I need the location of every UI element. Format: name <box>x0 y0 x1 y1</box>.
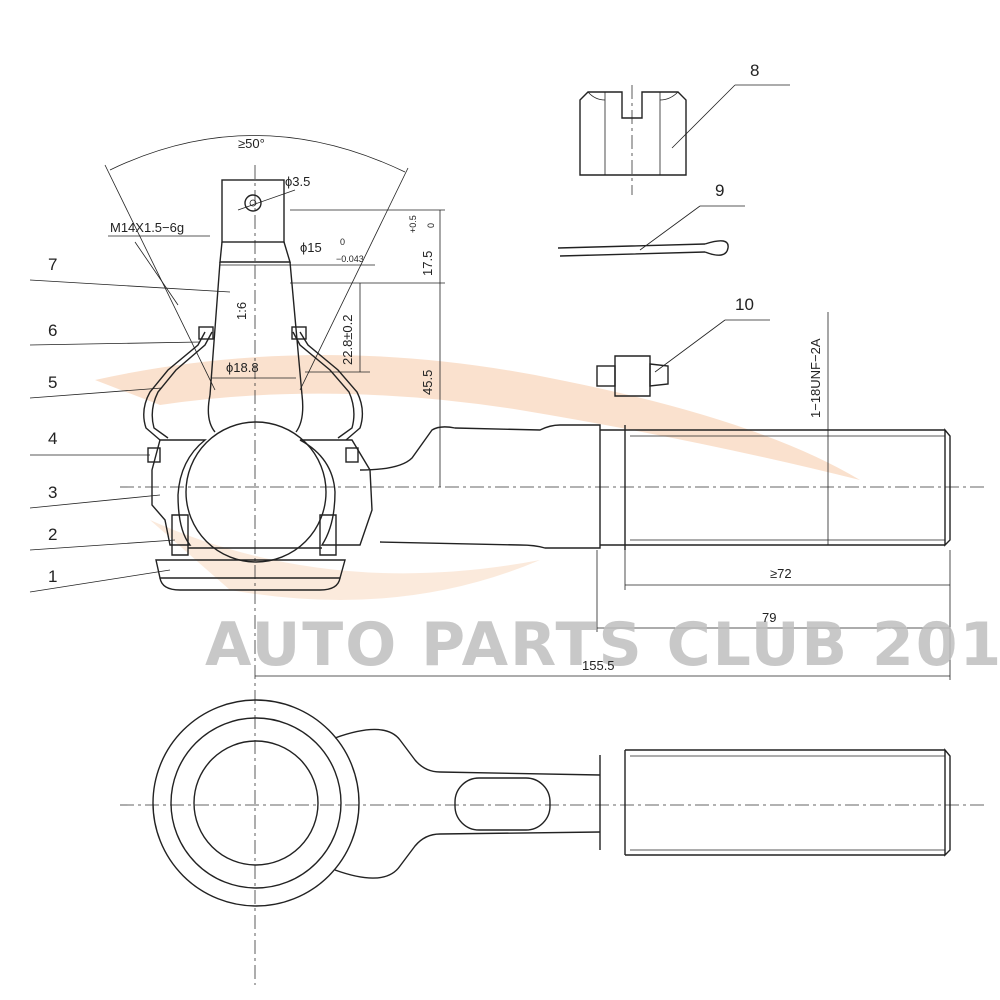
dim-len-thread: ≥72 <box>770 566 792 581</box>
dim-len-pin-tol-upper: +0.5 <box>408 215 418 233</box>
dim-len-taper: 22.8±0.2 <box>340 314 355 365</box>
dim-height: 45.5 <box>420 370 435 395</box>
logo-swoosh <box>95 355 860 600</box>
grease-nipple <box>596 355 669 397</box>
callout-8: 8 <box>750 61 759 80</box>
dimension-lines <box>104 135 951 680</box>
cotter-pin <box>557 240 729 257</box>
callout-2: 2 <box>48 525 57 544</box>
dim-thread-shaft: 1−18UNF−2A <box>808 338 823 418</box>
callout-4: 4 <box>48 429 57 448</box>
watermark: AUTO PARTS CLUB 2018 <box>205 610 1000 680</box>
dim-len-pin: 17.5 <box>420 251 435 276</box>
dim-hole: ϕ3.5 <box>285 174 310 189</box>
castle-nut <box>579 91 687 176</box>
dim-angle: ≥50° <box>238 136 265 151</box>
callout-10: 10 <box>735 295 754 314</box>
callout-9: 9 <box>715 181 724 200</box>
callout-1: 1 <box>48 567 57 586</box>
dim-len-shaft: 79 <box>762 610 776 625</box>
section-view <box>143 179 951 591</box>
plan-view <box>152 699 951 907</box>
callout-6: 6 <box>48 321 57 340</box>
dim-len-pin-tol-lower: 0 <box>426 223 436 228</box>
dim-shank-tol-upper: 0 <box>340 237 345 247</box>
dim-shank: ϕ15 <box>300 240 322 255</box>
dim-ball: ϕ18.8 <box>226 360 259 375</box>
callout-7: 7 <box>48 255 57 274</box>
dim-taper: 1:6 <box>234 302 249 320</box>
leaders <box>29 84 790 593</box>
callout-5: 5 <box>48 373 57 392</box>
dim-thread-stud: M14X1.5−6g <box>110 220 184 235</box>
dim-shank-tol-lower: −0.043 <box>336 254 364 264</box>
callout-3: 3 <box>48 483 57 502</box>
dim-len-total: 155.5 <box>582 658 615 673</box>
